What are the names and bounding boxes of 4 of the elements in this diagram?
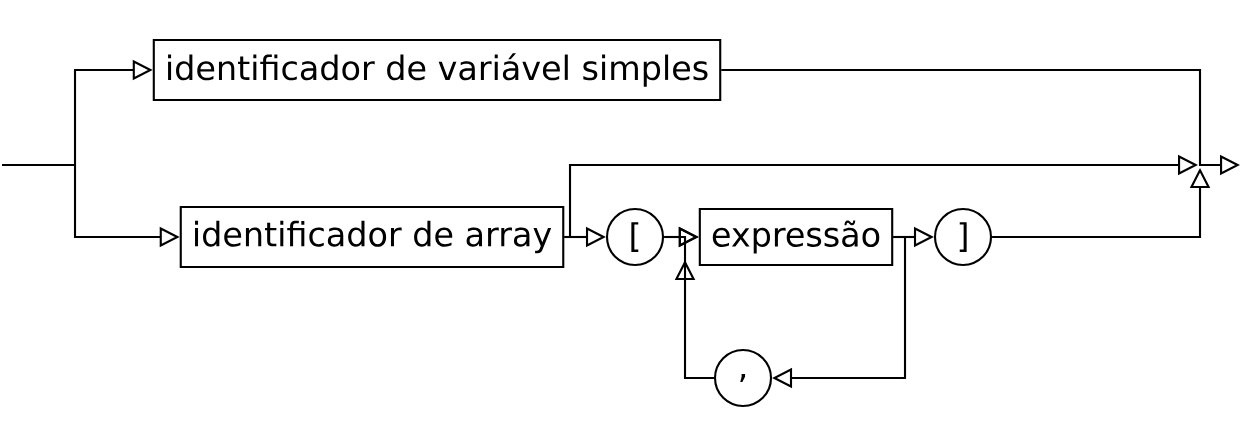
process-box: expressão bbox=[698, 207, 894, 267]
arrow bbox=[674, 226, 714, 380]
process-box: identificador de array bbox=[179, 205, 565, 269]
process-box: identificador de variável simples bbox=[152, 38, 722, 102]
